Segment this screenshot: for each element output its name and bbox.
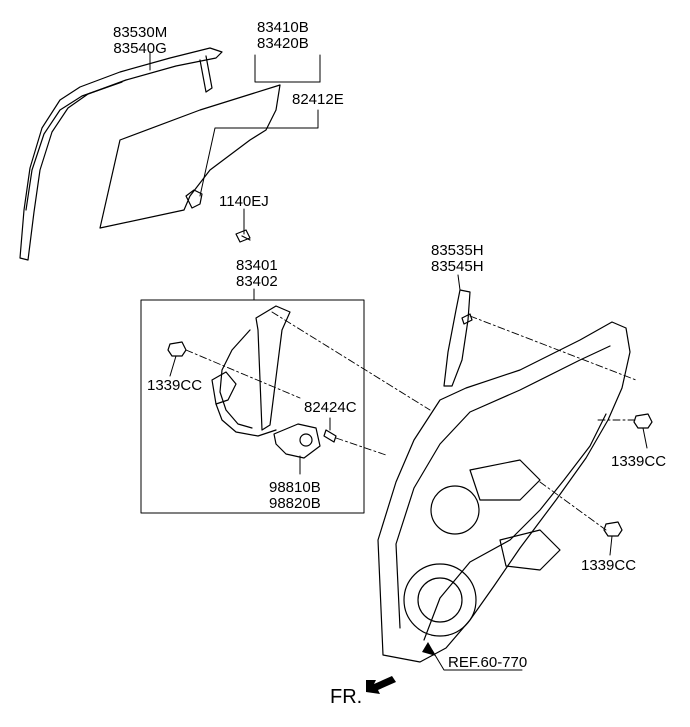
regulator-group-box [140,299,365,514]
front-indicator-label: FR. [330,686,363,708]
glass-clip-label: 82412E [292,91,344,108]
channel-code-2: 83545H [431,258,484,275]
dashed-assembly-lines [185,311,637,531]
motor-label: 98810B 98820B [269,480,321,512]
channel-code-1: 83535H [431,242,484,259]
motor-code-1: 98810B [269,479,321,496]
regulator-motor-part [273,423,321,459]
glass-run-channel-part [443,289,473,387]
glass-code-2: 83420B [257,35,309,52]
nut-part-right-lower [603,521,623,537]
weatherstrip-code-1: 83530M [113,24,168,41]
reference-label: REF.60-770 [448,654,528,671]
weatherstrip-label: 83530M 83540G [113,25,167,57]
regulator-code-2: 83402 [236,273,278,290]
front-direction-arrow-icon [366,676,396,694]
motor-code-2: 98820B [269,495,321,512]
glass-code-1: 83410B [257,19,309,36]
screw-part [323,429,337,443]
glass-label: 83410B 83420B [257,20,309,52]
regulator-code-1: 83401 [236,257,278,274]
nut-left-label: 1339CC [147,377,203,394]
weatherstrip-code-2: 83540G [113,40,167,57]
leader-lines [149,51,648,671]
door-panel-part [377,321,631,663]
weatherstrip-part [19,47,223,261]
nut-right-upper-label: 1339CC [611,453,667,470]
nut-part-right-upper [633,413,653,429]
regulator-label: 83401 83402 [236,258,278,290]
screw-label: 82424C [304,399,357,416]
nut-part-left [167,341,187,357]
reference-arrow-icon [422,642,436,656]
bolt-label: 1140EJ [219,193,269,210]
nut-right-lower-label: 1339CC [581,557,637,574]
window-regulator-part [211,305,291,437]
channel-label: 83535H 83545H [431,243,484,275]
door-glass-part [99,84,281,229]
bolt-part [235,229,251,243]
